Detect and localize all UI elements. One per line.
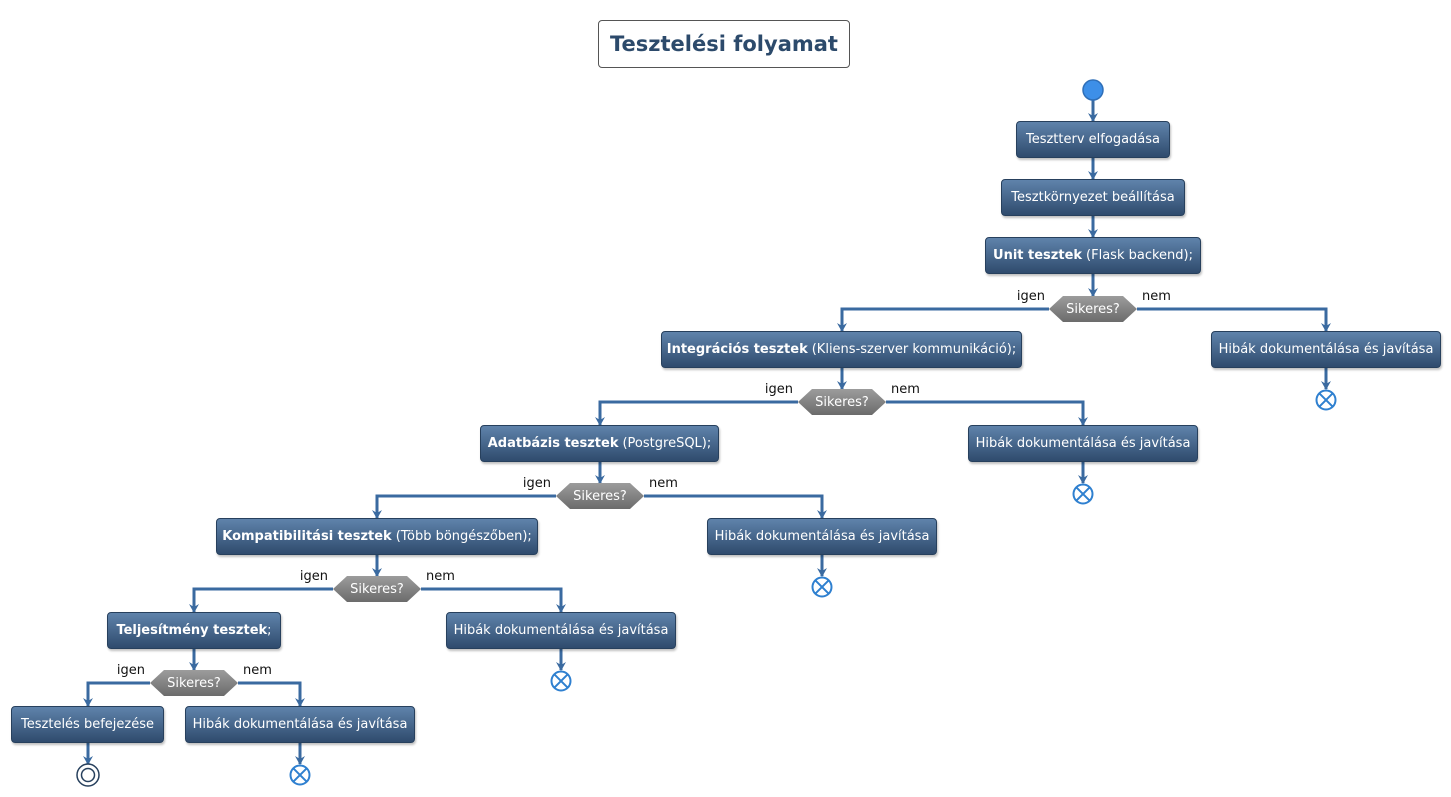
activity-detail-label: ;	[267, 623, 272, 638]
activity-integration-tests: Integrációs tesztek(Kliens-szerver kommu…	[661, 331, 1022, 368]
activity-detail-label: (Több böngészőben);	[395, 529, 532, 544]
stop-node	[550, 670, 572, 692]
activity-fix-errors: Hibák dokumentálása és javítása	[707, 518, 937, 555]
branch-label-no: nem	[1142, 289, 1171, 304]
start-node	[1082, 79, 1104, 101]
activity-bold-label: Integrációs tesztek	[666, 342, 808, 357]
end-node	[76, 763, 100, 787]
branch-label-no: nem	[649, 476, 678, 491]
diagram-title: Tesztelési folyamat	[598, 20, 850, 68]
activity-fix-errors: Hibák dokumentálása és javítása	[185, 706, 415, 743]
stop-node	[1315, 389, 1337, 411]
decision-performance-success: Sikeres?	[150, 670, 238, 696]
activity-setup-environment: Tesztkörnyezet beállítása	[1001, 179, 1185, 216]
decision-compatibility-success: Sikeres?	[333, 576, 421, 602]
arrow-d2-yes	[595, 400, 798, 426]
activity-accept-plan: Tesztterv elfogadása	[1016, 121, 1170, 158]
stop-node	[811, 576, 833, 598]
activity-database-tests: Adatbázis tesztek(PostgreSQL);	[480, 425, 719, 462]
arrow-d4-yes	[189, 587, 333, 613]
arrow-d3-yes	[372, 494, 556, 519]
activity-finish-testing: Tesztelés befejezése	[11, 706, 164, 743]
branch-label-yes: igen	[1016, 289, 1045, 304]
branch-label-no: nem	[243, 663, 272, 678]
arrow-d5-no	[238, 681, 305, 707]
branch-label-no: nem	[891, 382, 920, 397]
arrow-d2-no	[886, 400, 1088, 426]
activity-unit-tests: Unit tesztek(Flask backend);	[985, 237, 1201, 274]
branch-label-no: nem	[426, 569, 455, 584]
stop-node	[289, 764, 311, 786]
activity-fix-errors: Hibák dokumentálása és javítása	[1211, 331, 1441, 368]
arrow-d4-no	[421, 587, 566, 613]
activity-bold-label: Adatbázis tesztek	[487, 436, 619, 451]
branch-label-yes: igen	[299, 569, 328, 584]
activity-fix-errors: Hibák dokumentálása és javítása	[968, 425, 1198, 462]
branch-label-yes: igen	[522, 476, 551, 491]
decision-database-success: Sikeres?	[556, 483, 644, 509]
branch-label-yes: igen	[764, 382, 793, 397]
decision-integration-success: Sikeres?	[798, 389, 886, 415]
activity-detail-label: (PostgreSQL);	[622, 436, 712, 451]
activity-detail-label: (Kliens-szerver kommunikáció);	[811, 342, 1017, 357]
activity-detail-label: (Flask backend);	[1086, 248, 1193, 263]
activity-performance-tests: Teljesítmény tesztek;	[107, 612, 281, 649]
arrow-d1-no	[1137, 307, 1331, 332]
stop-node	[1072, 483, 1094, 505]
activity-compatibility-tests: Kompatibilitási tesztek(Több böngészőben…	[216, 518, 538, 555]
activity-bold-label: Kompatibilitási tesztek	[222, 529, 392, 544]
activity-fix-errors: Hibák dokumentálása és javítása	[446, 612, 676, 649]
arrow-d1-yes	[837, 307, 1049, 332]
activity-bold-label: Teljesítmény tesztek	[116, 623, 268, 638]
branch-label-yes: igen	[116, 663, 145, 678]
arrow-d3-no	[644, 494, 827, 519]
arrow-d5-yes	[83, 681, 150, 707]
activity-bold-label: Unit tesztek	[993, 248, 1083, 263]
decision-unit-success: Sikeres?	[1049, 296, 1137, 322]
